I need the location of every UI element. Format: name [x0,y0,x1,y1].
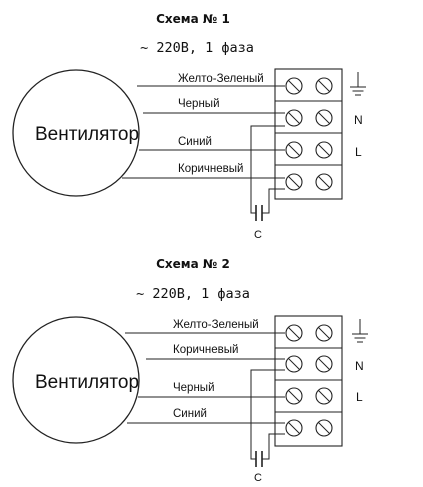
scheme-2-subtitle: ~ 220В, 1 фаза [136,286,250,302]
capacitor-circuit: C [250,369,285,484]
wire-labels: Желто-Зеленый Коричневый Черный Синий [173,319,259,420]
terminal-label-n: N [355,359,364,373]
ground-icon [352,319,368,343]
terminal-screw-icon [285,77,333,191]
wires [122,85,285,179]
wire-labels: Желто-Зеленый Черный Синий Коричневый [178,73,264,175]
wire-label-2: Черный [178,98,220,110]
scheme-1-subtitle: ~ 220В, 1 фаза [140,40,254,56]
terminal-label-l: L [356,390,363,404]
wire-label-4: Синий [173,408,207,420]
fan-label: Вентилятор [35,124,139,145]
capacitor-circuit: C [250,125,285,241]
fan-label: Вентилятор [35,372,139,393]
capacitor-icon [255,205,263,221]
wire-label-3: Черный [173,382,215,394]
scheme-2: Схема № 2 ~ 220В, 1 фаза Вентилятор Желт… [12,257,368,484]
capacitor-label: C [254,472,262,484]
scheme-2-title: Схема № 2 [156,257,230,271]
wire-label-1: Желто-Зеленый [173,319,259,331]
fan-circle [12,316,140,444]
wire-label-4: Коричневый [178,163,243,175]
terminal-screw-icon [285,324,333,437]
fan-motor: Вентилятор [12,316,140,444]
capacitor-label: C [254,229,262,241]
terminal-label-n: N [354,113,363,127]
capacitor-icon [255,451,263,467]
scheme-1: Схема № 1 ~ 220В, 1 фаза Вентилятор Желт… [12,12,366,241]
ground-icon [350,72,366,96]
terminal-block [274,315,343,447]
wires [125,332,285,424]
terminal-box [274,68,343,200]
wire-label-3: Синий [178,136,212,148]
scheme-1-title: Схема № 1 [156,12,230,26]
fan-circle [12,69,140,197]
wire-label-1: Желто-Зеленый [178,73,264,85]
fan-motor: Вентилятор [12,69,140,197]
terminal-block [274,68,343,200]
terminal-label-l: L [355,145,362,159]
terminal-box [274,315,343,447]
wire-label-2: Коричневый [173,344,238,356]
